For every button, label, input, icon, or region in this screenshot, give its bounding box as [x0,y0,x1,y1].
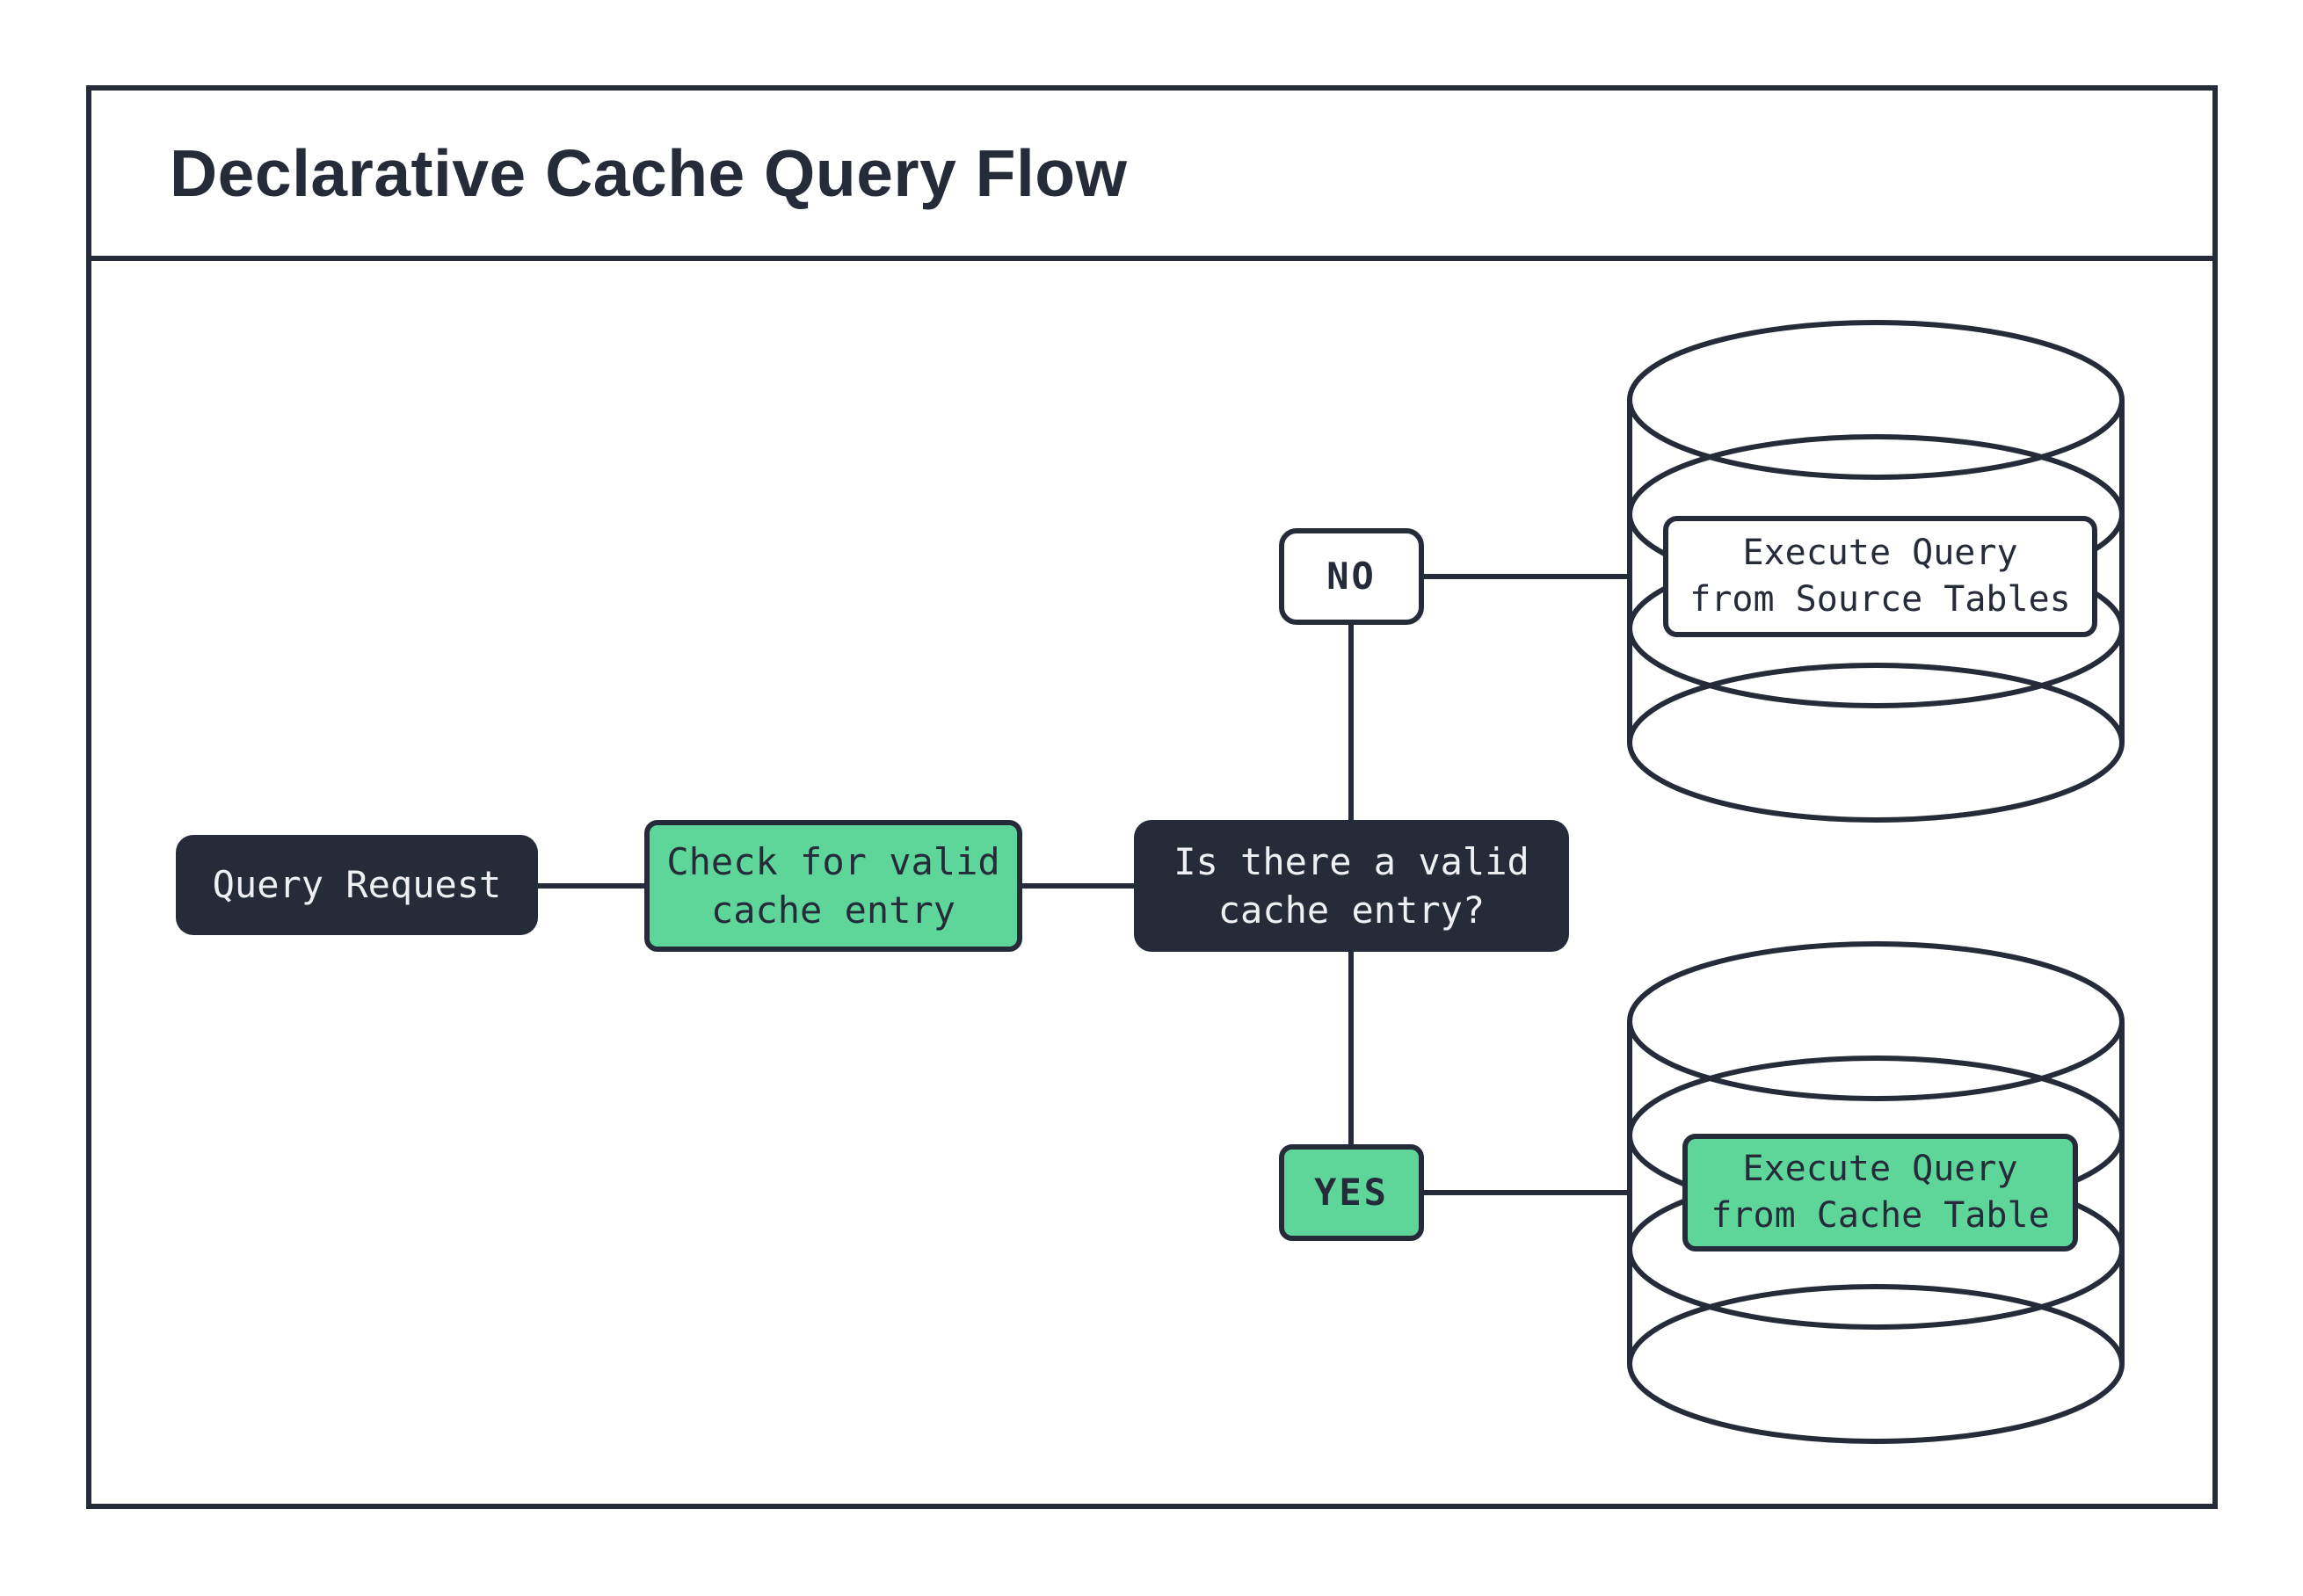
node-query-request: Query Request [176,835,538,935]
node-decision-valid-cache: Is there a valid cache entry? [1134,820,1569,952]
source-db-top-ellipse [1627,320,2125,480]
branch-label-no: NO [1279,528,1424,625]
cache-db-cylinder [1627,941,2125,1444]
cache-db-bottom-ellipse [1627,1284,2125,1444]
node-execute-cache-table: Execute Query from Cache Table [1682,1134,2078,1251]
cache-db-top-ellipse [1627,941,2125,1101]
branch-label-yes: YES [1279,1144,1424,1241]
node-execute-source-tables: Execute Query from Source Tables [1663,516,2097,637]
node-check-cache: Check for valid cache entry [644,820,1022,952]
source-db-bottom-ellipse [1627,663,2125,823]
